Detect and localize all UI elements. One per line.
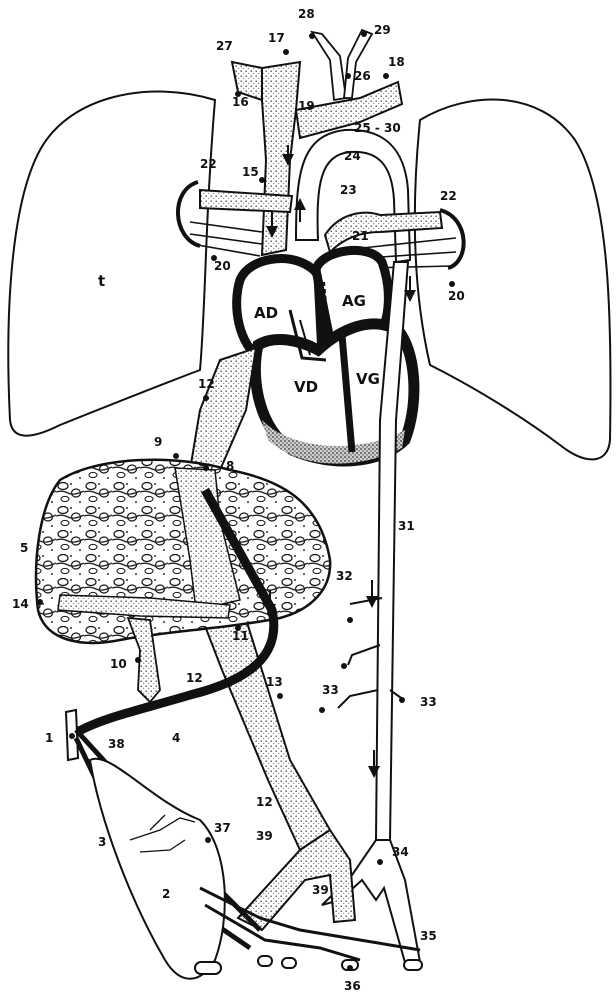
label-31: 31	[398, 519, 415, 533]
label-2: 2	[162, 887, 170, 901]
label-25-30: 25 - 30	[354, 121, 401, 135]
label-34: 34	[392, 845, 409, 859]
label-vd: VD	[294, 378, 318, 396]
label-3: 3	[98, 835, 106, 849]
foot-cap-1	[195, 962, 221, 974]
label-1: 1	[45, 731, 53, 745]
label-32: 32	[336, 569, 353, 583]
label-8: 8	[226, 459, 234, 473]
label-10: 10	[110, 657, 127, 671]
label-19: 19	[298, 99, 315, 113]
bladder	[90, 759, 225, 979]
label-22a: 22	[200, 157, 217, 171]
label-37: 37	[214, 821, 231, 835]
foot-cap-3	[282, 958, 296, 968]
label-20a: 20	[214, 259, 231, 273]
label-20b: 20	[448, 289, 465, 303]
label-15: 15	[242, 165, 259, 179]
right-lung	[8, 92, 215, 436]
label-16: 16	[232, 95, 249, 109]
label-18: 18	[388, 55, 405, 69]
foot-cap-5	[404, 960, 422, 970]
ivc-lower	[195, 600, 330, 850]
label-26: 26	[354, 69, 371, 83]
label-ag: AG	[342, 292, 366, 310]
label-24: 24	[344, 149, 361, 163]
label-lung: t	[98, 272, 105, 290]
carotid-right	[344, 30, 372, 98]
label-9: 9	[154, 435, 162, 449]
superior-vena-cava	[262, 62, 300, 255]
left-lung	[415, 100, 611, 460]
carotid-left	[312, 32, 346, 100]
label-5: 5	[20, 541, 28, 555]
label-22b: 22	[440, 189, 457, 203]
label-23: 23	[340, 183, 357, 197]
label-33a: 33	[322, 683, 339, 697]
label-vg: VG	[356, 370, 380, 388]
label-39b: 39	[312, 883, 329, 897]
label-4: 4	[172, 731, 180, 745]
foot-cap-2	[258, 956, 272, 966]
label-12b: 12	[186, 671, 203, 685]
label-12c: 12	[256, 795, 273, 809]
label-28: 28	[298, 7, 315, 21]
label-35: 35	[420, 929, 437, 943]
label-11: 11	[232, 629, 249, 643]
label-29: 29	[374, 23, 391, 37]
label-36: 36	[344, 979, 361, 993]
label-27: 27	[216, 39, 233, 53]
label-39a: 39	[256, 829, 273, 843]
label-14: 14	[12, 597, 29, 611]
label-13: 13	[266, 675, 283, 689]
label-33b: 33	[420, 695, 437, 709]
label-21: 21	[352, 229, 369, 243]
label-17: 17	[268, 31, 285, 45]
label-ad: AD	[254, 304, 278, 322]
label-38: 38	[108, 737, 125, 751]
label-12a: 12	[198, 377, 215, 391]
